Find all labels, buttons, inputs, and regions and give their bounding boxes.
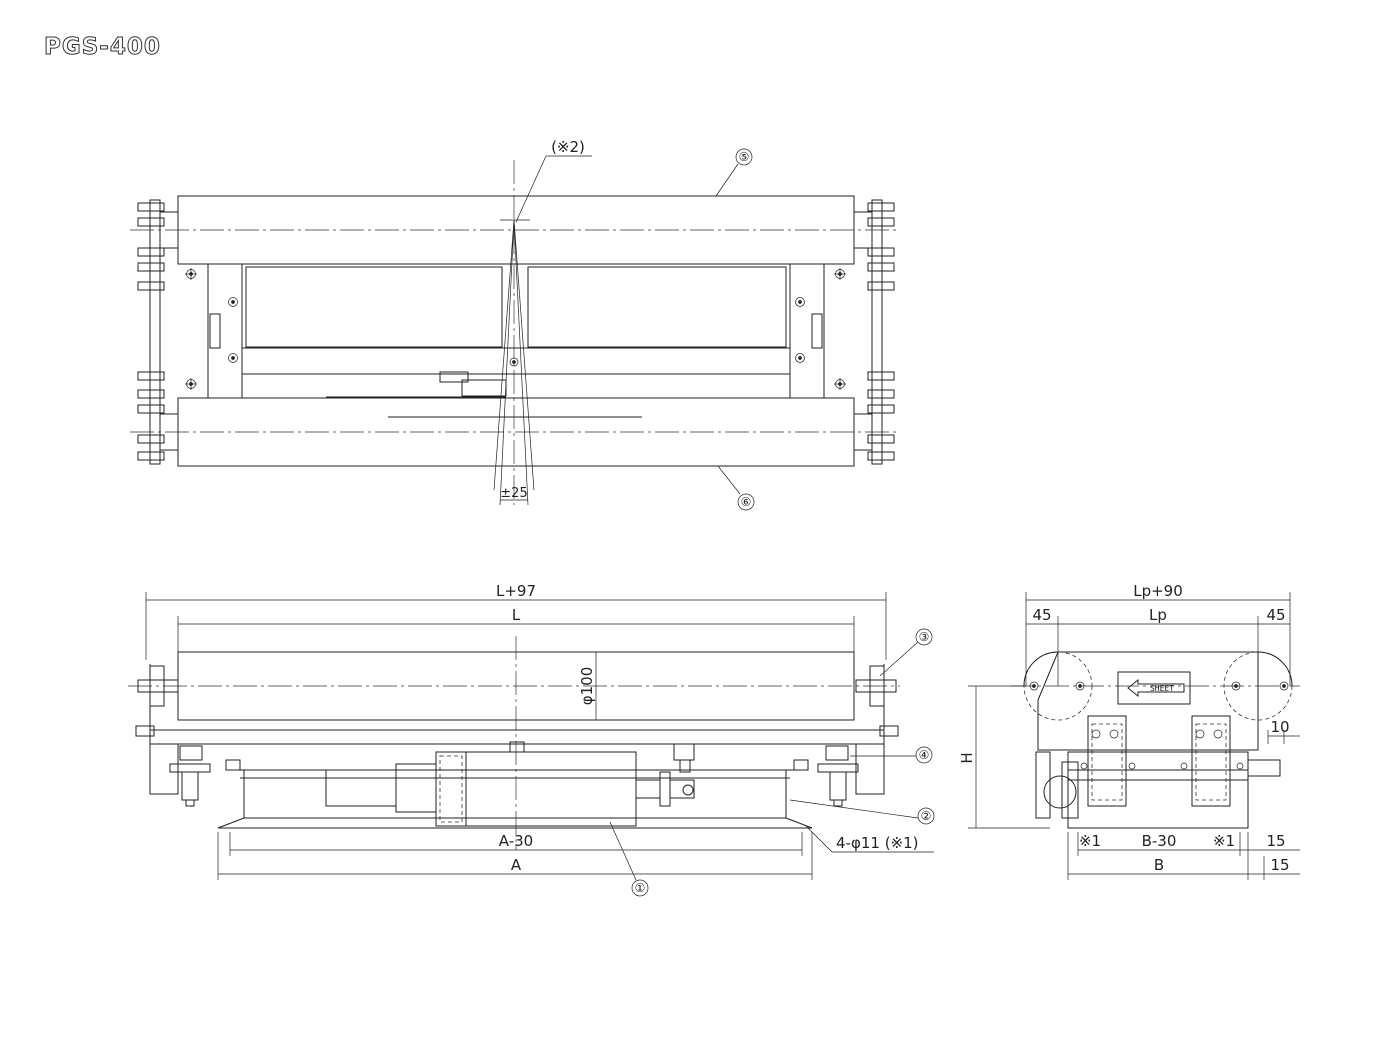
- lp-dim: Lp: [1149, 606, 1167, 624]
- lp90-dim: Lp+90: [1133, 582, 1183, 600]
- sheet-label: SHEET: [1150, 684, 1174, 693]
- callout-2: ②: [921, 809, 932, 823]
- holes-note: 4-φ11 (※1): [836, 834, 919, 852]
- top-view: ±25 (※2) ⑤ ⑥: [130, 138, 900, 511]
- swing-angle-dim: ±25: [500, 486, 527, 501]
- d15-lower-dim: 15: [1270, 856, 1289, 874]
- roller-diameter-dim: φ100: [578, 667, 596, 706]
- callout-5: ⑤: [739, 150, 750, 164]
- a-dim: A: [511, 856, 522, 874]
- d10-dim: 10: [1270, 718, 1289, 736]
- note2-label: (※2): [551, 138, 585, 156]
- h-dim: H: [958, 752, 976, 763]
- note1-right: ※1: [1213, 832, 1235, 850]
- callout-3: ③: [919, 630, 930, 644]
- d15-upper-dim: 15: [1266, 832, 1285, 850]
- left-45-dim: 45: [1032, 606, 1051, 624]
- overall-length-dim: L+97: [496, 582, 536, 600]
- b-dim: B: [1154, 856, 1164, 874]
- callout-4: ④: [919, 748, 930, 762]
- drawing-title: PGS-400: [44, 34, 161, 61]
- side-view: Lp+90 45 Lp 45 SHEET H 1: [958, 582, 1300, 880]
- callout-6: ⑥: [741, 495, 752, 509]
- b30-dim: B-30: [1142, 832, 1177, 850]
- right-45-dim: 45: [1266, 606, 1285, 624]
- callout-1: ①: [635, 881, 646, 895]
- a30-dim: A-30: [499, 832, 533, 850]
- roller-length-dim: L: [512, 606, 521, 624]
- front-view: L+97 L φ100: [128, 582, 935, 897]
- note1-left: ※1: [1079, 832, 1101, 850]
